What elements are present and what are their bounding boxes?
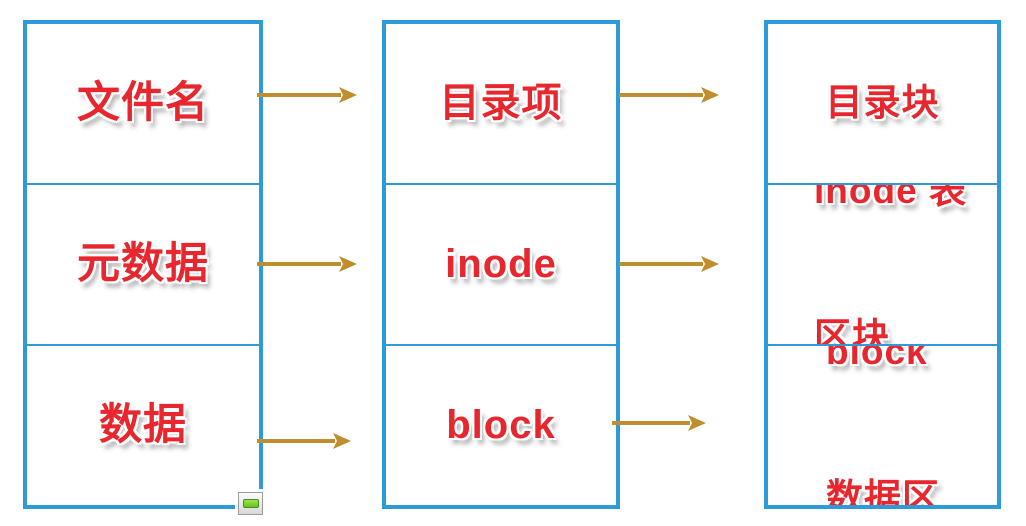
box-dirent-label: 目录项 bbox=[439, 81, 563, 126]
box-block-label: block bbox=[446, 403, 556, 448]
box-block-area: block 数据区 bbox=[768, 344, 997, 505]
arrow-inode-to-inodetable-icon bbox=[619, 252, 721, 276]
box-block-area-label: block 数据区 bbox=[826, 344, 940, 505]
arrow-data-to-block-icon bbox=[257, 429, 359, 453]
box-block-area-line2: 数据区 bbox=[826, 477, 940, 505]
box-inode-label: inode bbox=[445, 242, 557, 287]
box-block: block bbox=[386, 344, 616, 505]
box-metadata-label: 元数据 bbox=[77, 240, 209, 289]
column-user-view: 文件名 元数据 数据 bbox=[23, 20, 263, 509]
arrow-block-to-blockarea-icon bbox=[612, 411, 714, 435]
box-inode-table-line2: 区块 bbox=[814, 316, 890, 344]
box-inode-table-line1: inode 表 bbox=[814, 183, 967, 211]
box-dirent: 目录项 bbox=[386, 24, 616, 183]
green-handle-icon[interactable] bbox=[238, 492, 263, 515]
arrow-filename-to-dirent-icon bbox=[257, 83, 359, 107]
box-filename: 文件名 bbox=[27, 24, 259, 183]
green-handle-bar-icon bbox=[242, 499, 259, 508]
box-dirblock: 目录块 bbox=[768, 24, 997, 183]
box-metadata: 元数据 bbox=[27, 183, 259, 344]
box-block-area-line1: block bbox=[826, 344, 928, 372]
box-inode-table: inode 表 区块 bbox=[768, 183, 997, 344]
arrow-dirent-to-dirblock-icon bbox=[619, 83, 721, 107]
column-disk-areas: 目录块 inode 表 区块 block 数据区 bbox=[764, 20, 1001, 509]
arrow-metadata-to-inode-icon bbox=[257, 252, 359, 276]
box-inode: inode bbox=[386, 183, 616, 344]
box-dirblock-label: 目录块 bbox=[825, 82, 940, 124]
column-fs-structures: 目录项 inode block bbox=[382, 20, 620, 509]
box-inode-table-label: inode 表 区块 bbox=[814, 183, 967, 344]
box-data: 数据 bbox=[27, 344, 259, 505]
box-filename-label: 文件名 bbox=[77, 79, 209, 128]
box-data-label: 数据 bbox=[99, 401, 187, 450]
